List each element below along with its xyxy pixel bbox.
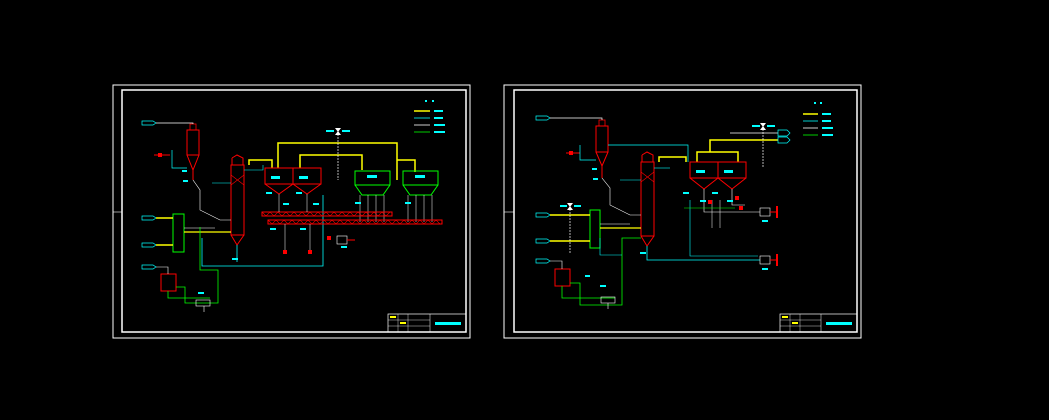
sheet-outer-frame	[112, 84, 471, 339]
sheet-right[interactable]	[503, 84, 862, 339]
exhaust-stack	[326, 128, 350, 180]
sheet-inner-frame	[513, 89, 858, 333]
title-block	[387, 313, 467, 333]
screw-conveyor-upper[interactable]	[261, 211, 393, 217]
inlet-valve-stack	[560, 203, 581, 254]
fan-lower[interactable]	[759, 254, 778, 266]
screw-conveyor-lower[interactable]	[267, 219, 443, 225]
title-text-scribble	[435, 322, 461, 325]
mixer-box[interactable]	[172, 213, 185, 253]
main-supply-header	[658, 139, 778, 162]
sheet-left[interactable]	[112, 84, 471, 339]
bag-filter-pair[interactable]	[689, 161, 747, 190]
feed-tank[interactable]	[554, 268, 571, 287]
sheet-outer-frame	[503, 84, 862, 339]
legend	[803, 102, 833, 136]
dryer-tower[interactable]	[230, 154, 245, 246]
feed-tank[interactable]	[160, 273, 177, 292]
bag-filter-pair[interactable]	[264, 167, 322, 195]
sheet-inner-frame	[121, 89, 467, 333]
cyclone-separator[interactable]	[595, 119, 609, 178]
dust-collector-2[interactable]	[402, 170, 439, 222]
main-supply-header	[248, 142, 416, 180]
cyclone-separator[interactable]	[186, 123, 200, 180]
inlet-arrows	[141, 120, 157, 270]
dust-collector-1[interactable]	[354, 170, 391, 222]
mixer-box[interactable]	[589, 209, 601, 249]
legend	[414, 100, 445, 133]
title-text-scribble	[826, 322, 852, 325]
tag-labels	[182, 170, 411, 294]
inlet-arrows	[535, 115, 551, 264]
title-block	[779, 313, 858, 333]
fan[interactable]	[336, 235, 355, 245]
tag-labels	[585, 168, 768, 287]
dryer-tower[interactable]	[640, 151, 655, 247]
exhaust-stack	[752, 123, 775, 168]
fan-upper[interactable]	[759, 206, 778, 218]
